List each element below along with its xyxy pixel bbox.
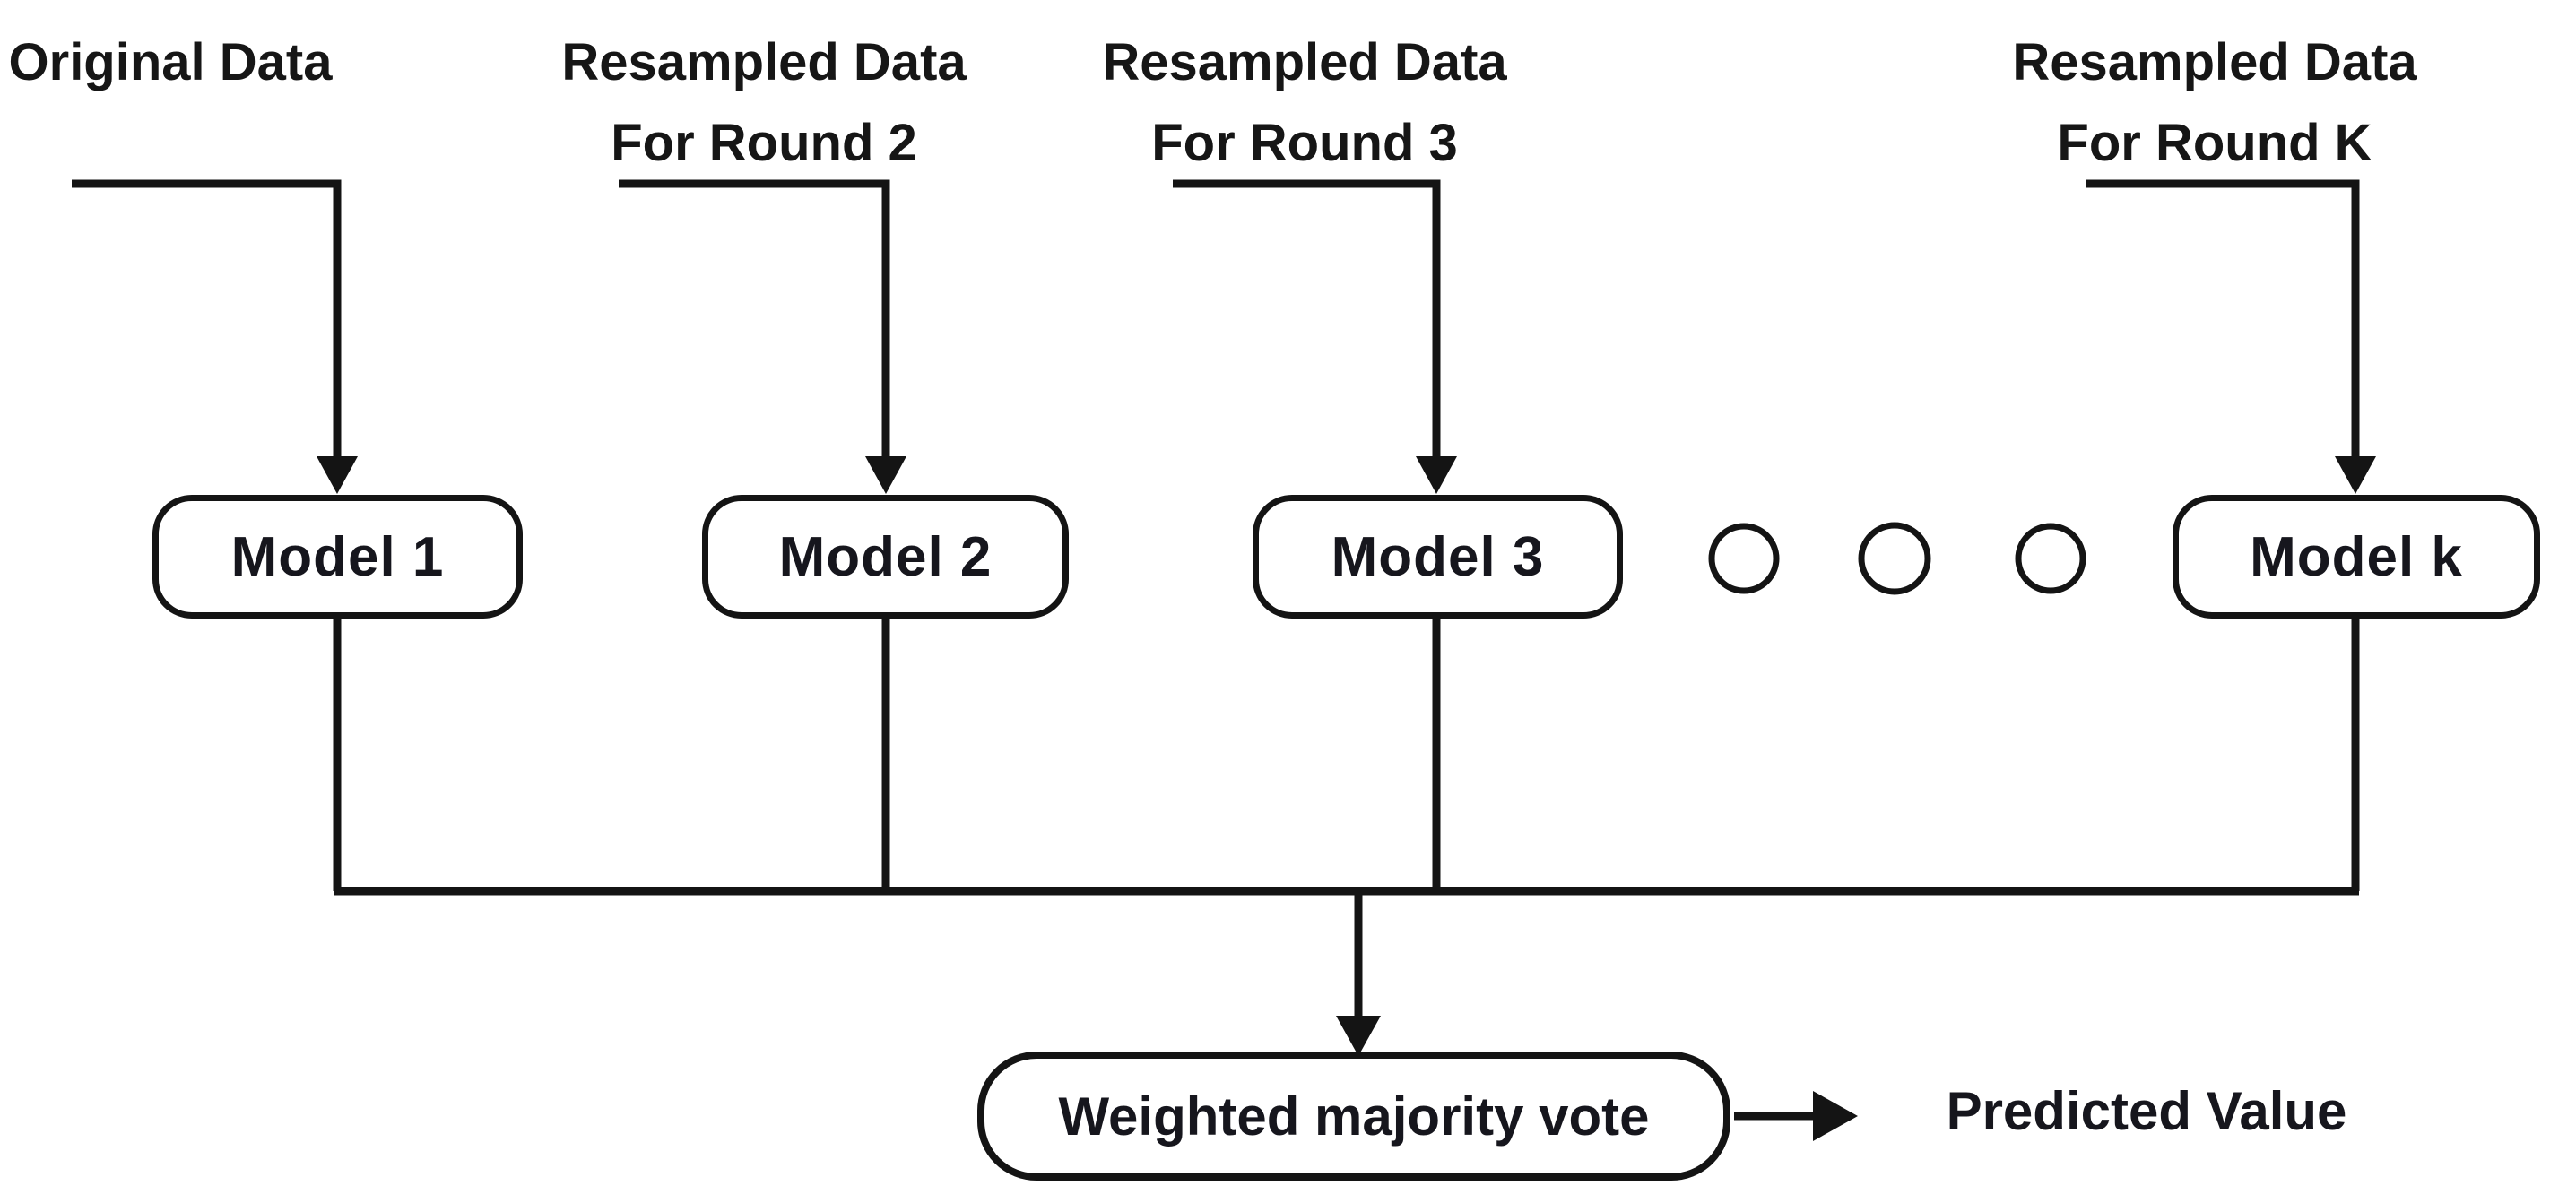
label-line: Original Data bbox=[8, 33, 333, 91]
label-resampled-round-3: Resampled Data For Round 3 bbox=[1102, 22, 1506, 184]
ellipsis-circle-2 bbox=[1858, 522, 1931, 595]
predicted-value-label: Predicted Value bbox=[1946, 1081, 2347, 1141]
label-original-data: Original Data bbox=[9, 22, 333, 103]
model-k-label: Model k bbox=[2250, 525, 2463, 588]
ellipsis-circle-3 bbox=[2015, 523, 2086, 594]
label-line: For Round 3 bbox=[1151, 114, 1458, 172]
edge-round-3-to-model-3 bbox=[1173, 179, 1441, 459]
label-line: For Round 2 bbox=[611, 114, 917, 172]
label-line: Resampled Data bbox=[561, 33, 967, 91]
arrowhead-into-model-2 bbox=[865, 456, 906, 494]
label-line: Resampled Data bbox=[1102, 33, 1507, 91]
weighted-majority-vote-node: Weighted majority vote bbox=[977, 1052, 1730, 1181]
ellipsis-circle-1 bbox=[1708, 523, 1780, 594]
arrowhead-into-output bbox=[1813, 1091, 1858, 1141]
model-3-label: Model 3 bbox=[1331, 525, 1545, 588]
model-1-label: Model 1 bbox=[230, 525, 445, 588]
model-k-node: Model k bbox=[2173, 495, 2540, 619]
label-resampled-round-k: Resampled Data For Round K bbox=[2012, 22, 2416, 184]
edge-round-2-to-model-2 bbox=[619, 179, 890, 459]
label-resampled-round-2: Resampled Data For Round 2 bbox=[561, 22, 966, 184]
model-2-label: Model 2 bbox=[778, 525, 993, 588]
arrowhead-into-model-k bbox=[2335, 456, 2376, 494]
weighted-majority-vote-label: Weighted majority vote bbox=[1058, 1086, 1650, 1147]
arrowhead-into-model-3 bbox=[1416, 456, 1457, 494]
arrowhead-into-vote bbox=[1336, 1016, 1381, 1056]
model-3-node: Model 3 bbox=[1253, 495, 1623, 619]
arrowhead-into-model-1 bbox=[317, 456, 358, 494]
model-2-node: Model 2 bbox=[702, 495, 1069, 619]
label-line: For Round K bbox=[2057, 114, 2372, 172]
model-1-node: Model 1 bbox=[152, 495, 523, 619]
edge-round-k-to-model-k bbox=[2086, 179, 2360, 459]
label-line: Resampled Data bbox=[2012, 33, 2417, 91]
edge-original-data-to-model-1 bbox=[72, 179, 342, 459]
